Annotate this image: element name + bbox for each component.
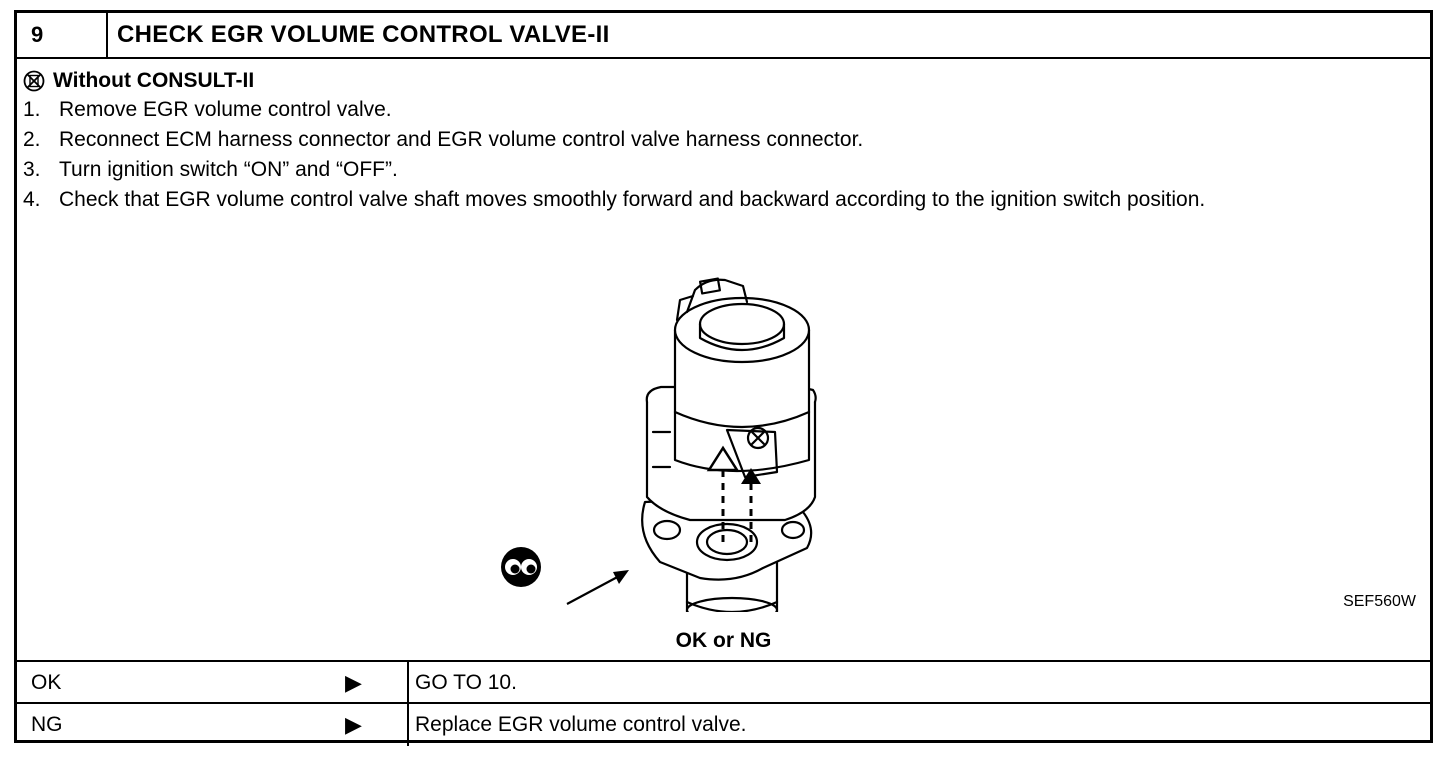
step-index: 2. (23, 128, 41, 151)
procedure-body: Without CONSULT-II 1. Remove EGR volume c… (17, 59, 1430, 662)
result-label: OK (31, 671, 62, 694)
list-item: 1. Remove EGR volume control valve. (23, 95, 1390, 125)
result-action: Replace EGR volume control valve. (415, 713, 747, 736)
step-text: Turn ignition switch “ON” and “OFF”. (59, 158, 398, 181)
step-index: 4. (23, 188, 41, 211)
result-row-ng: NG ▶ Replace EGR volume control valve. (17, 702, 1430, 746)
step-index: 1. (23, 98, 41, 121)
play-arrow-icon: ▶ (345, 670, 362, 695)
mode-label: Without CONSULT-II (53, 69, 255, 92)
step-list: 1. Remove EGR volume control valve. 2. Rec… (23, 95, 1390, 215)
column-divider (407, 662, 409, 704)
result-row-ok: OK ▶ GO TO 10. (17, 660, 1430, 704)
step-text: Reconnect ECM harness connector and EGR … (59, 128, 864, 151)
procedure-box: 9 CHECK EGR VOLUME CONTROL VALVE-II With… (14, 10, 1433, 746)
play-arrow-icon: ▶ (345, 712, 362, 737)
procedure-title: CHECK EGR VOLUME CONTROL VALVE-II (117, 21, 610, 48)
result-action: GO TO 10. (415, 671, 517, 694)
list-item: 2. Reconnect ECM harness connector and EG… (23, 125, 1390, 155)
step-number: 9 (17, 13, 108, 57)
egr-valve-illustration (566, 277, 817, 612)
list-item: 3. Turn ignition switch “ON” and “OFF”. (23, 155, 1390, 185)
step-text: Check that EGR volume control valve shaf… (59, 188, 1206, 211)
column-divider (407, 704, 409, 746)
step-index: 3. (23, 158, 41, 181)
procedure-header: 9 CHECK EGR VOLUME CONTROL VALVE-II (17, 13, 1430, 59)
list-item: 4. Check that EGR volume control valve sh… (23, 185, 1390, 215)
no-consult-icon (23, 70, 45, 92)
step-text: Remove EGR volume control valve. (59, 98, 392, 121)
verdict-label: OK or NG (675, 629, 772, 652)
figure-code: SEF560W (1343, 593, 1416, 610)
inspection-eyes-icon (501, 547, 541, 587)
result-label: NG (31, 713, 63, 736)
mode-heading: Without CONSULT-II (23, 67, 254, 95)
